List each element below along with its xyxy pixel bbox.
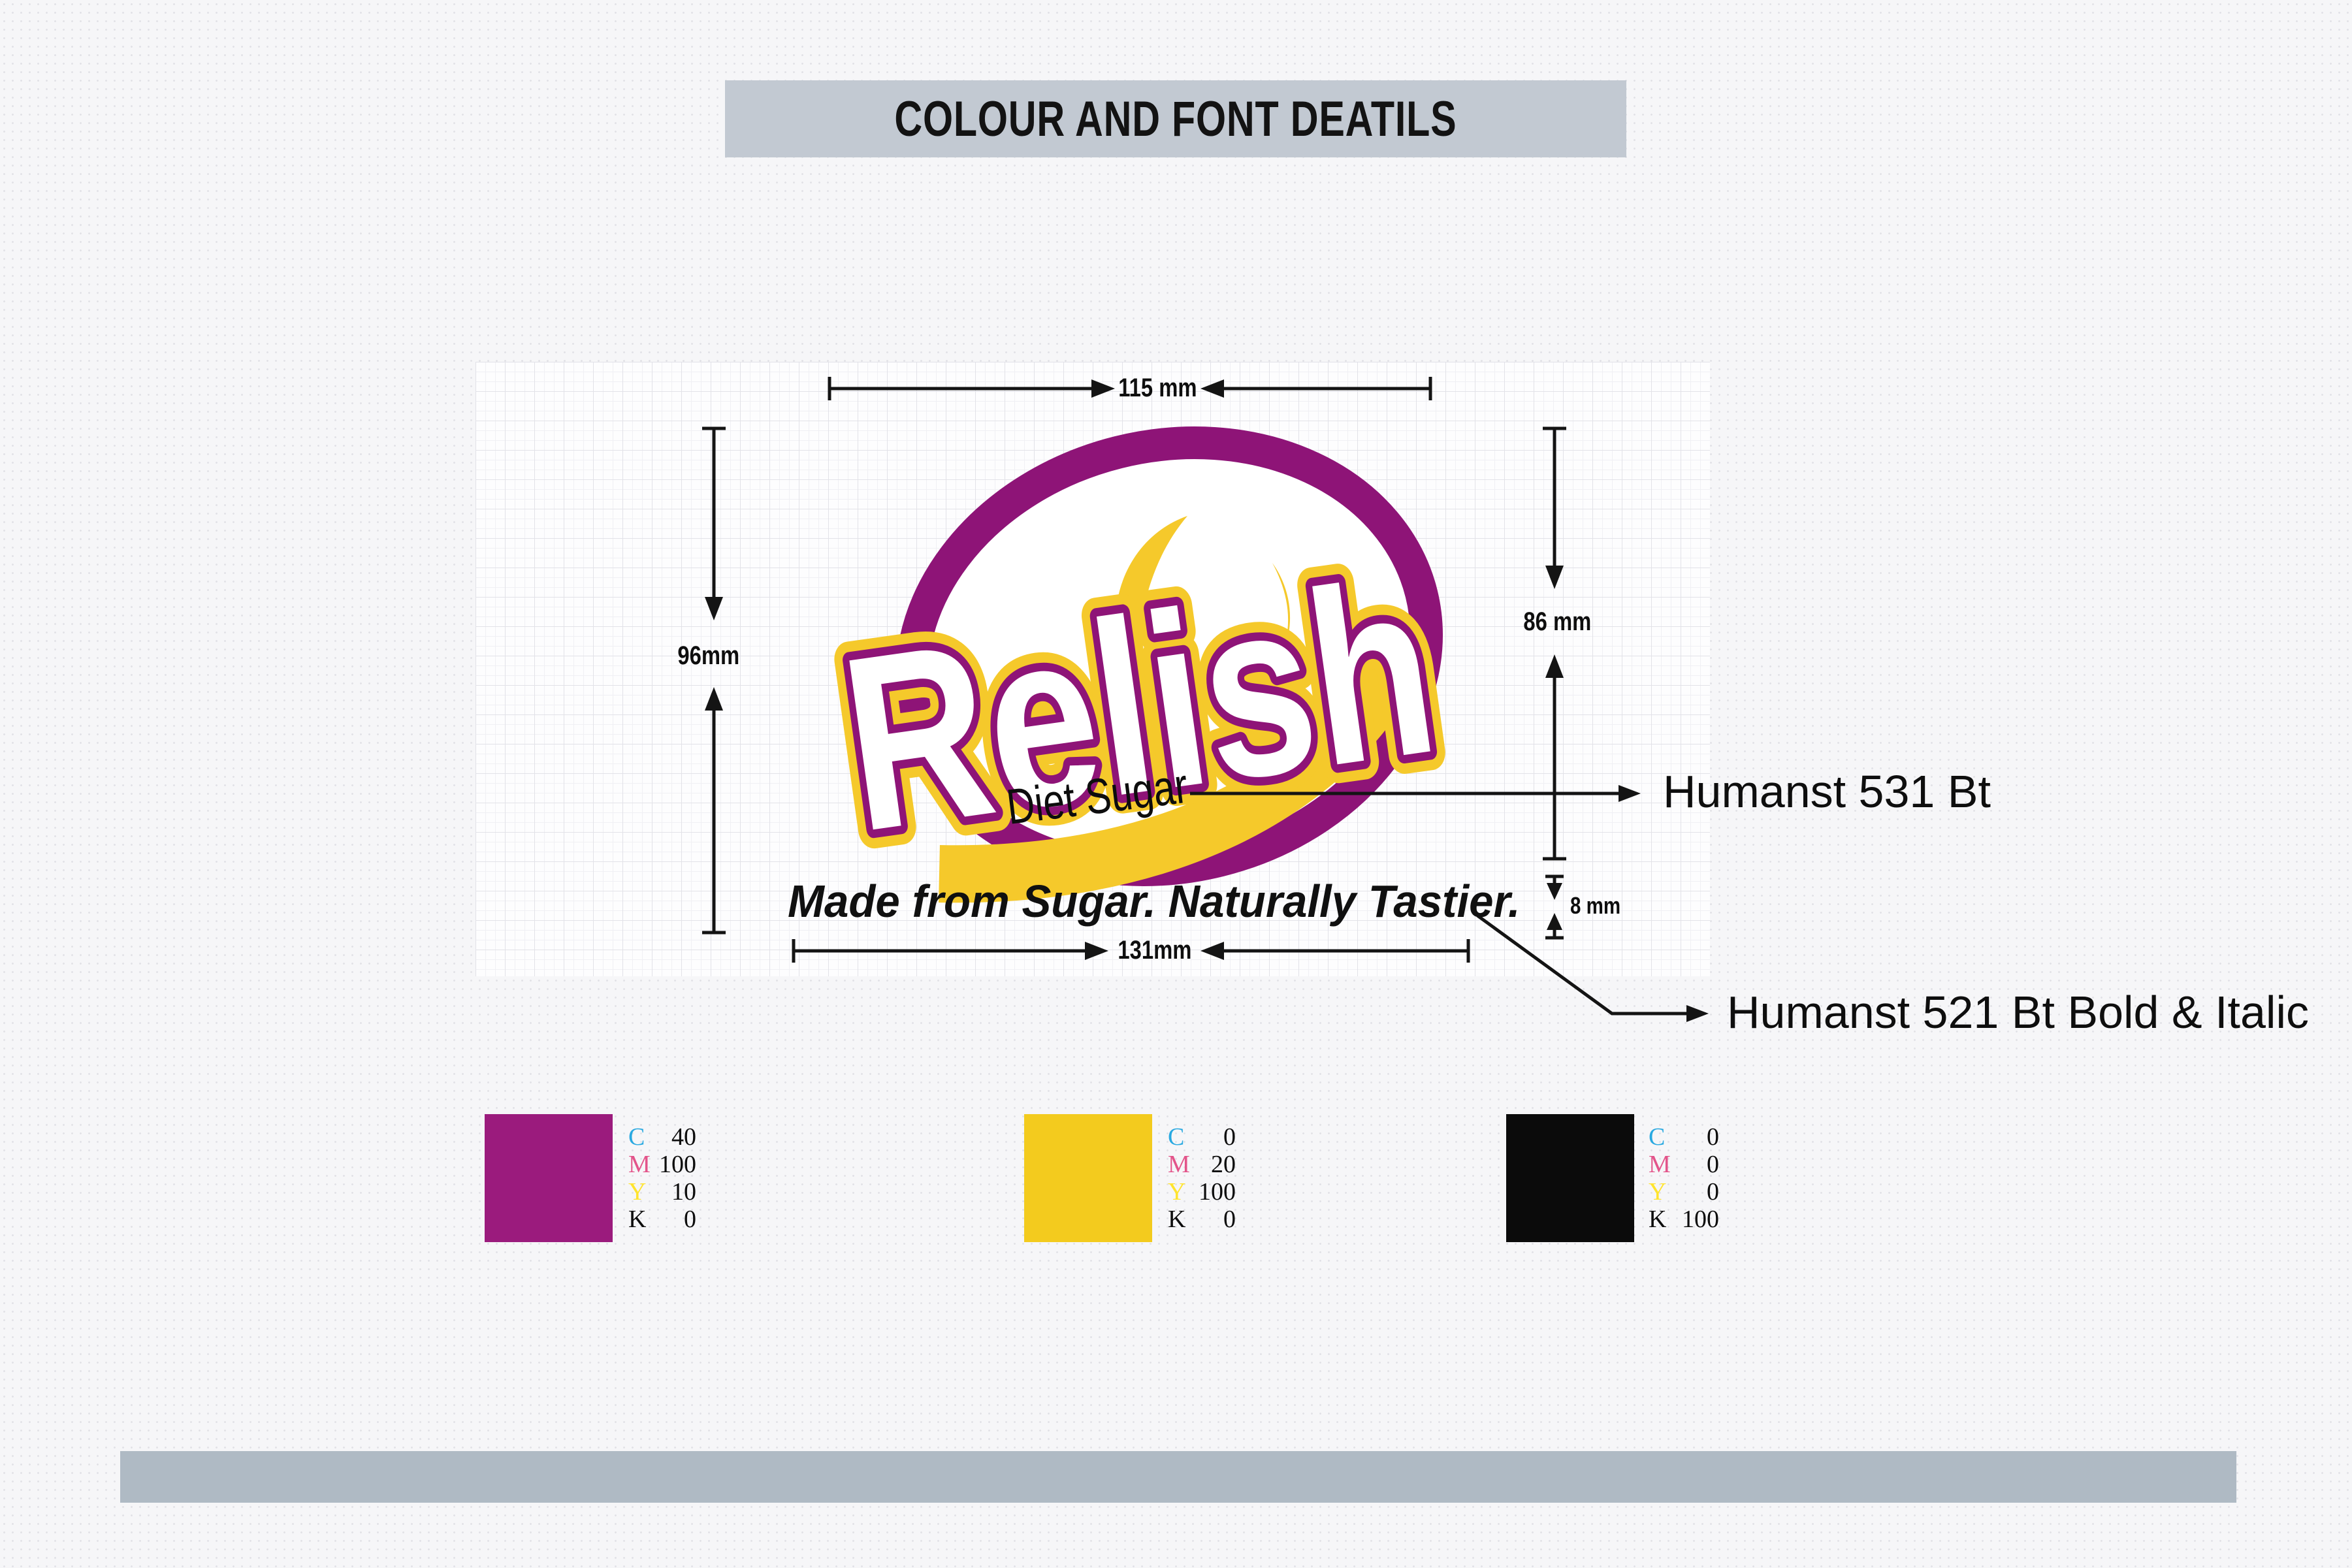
swatch-yellow: [1024, 1114, 1152, 1242]
swatch-black: [1506, 1114, 1634, 1242]
dim-label-left-height: 96mm: [677, 641, 740, 670]
dim-label-bottom-width: 131mm: [1118, 936, 1192, 965]
callout-subtitle-font: [1190, 785, 1641, 802]
subtitle-font-label: Humanst 531 Bt: [1663, 766, 1991, 817]
dim-label-right-height: 86 mm: [1523, 607, 1591, 636]
dim-left-height: [702, 426, 726, 935]
header-bar: COLOUR AND FONT DEATILS: [725, 80, 1626, 157]
dim-bottom-width: [792, 939, 1470, 963]
callout-tagline-font: [1476, 914, 1709, 1022]
logo-swoosh-band: [939, 658, 1415, 903]
dim-label-gap: 8 mm: [1570, 892, 1621, 919]
relish-logo: Relish Relish Diet Sugar: [810, 426, 1468, 903]
dim-right-height: [1543, 426, 1566, 861]
dim-gap-8mm: [1545, 874, 1564, 940]
page-title: COLOUR AND FONT DEATILS: [894, 91, 1457, 147]
footer-bar: [120, 1451, 2236, 1503]
dimension-annotations: [702, 377, 1709, 1022]
wordmark-text: Relish: [829, 527, 1449, 884]
swatch-purple: [485, 1114, 613, 1242]
logo-crescent-icon: [1115, 516, 1187, 673]
tagline-font-label: Humanst 521 Bt Bold & Italic: [1727, 987, 2309, 1038]
logo-tagline: Made from Sugar. Naturally Tastier.: [788, 876, 1521, 927]
dim-top-width: [828, 377, 1432, 400]
dim-label-top-width: 115 mm: [1118, 374, 1197, 402]
